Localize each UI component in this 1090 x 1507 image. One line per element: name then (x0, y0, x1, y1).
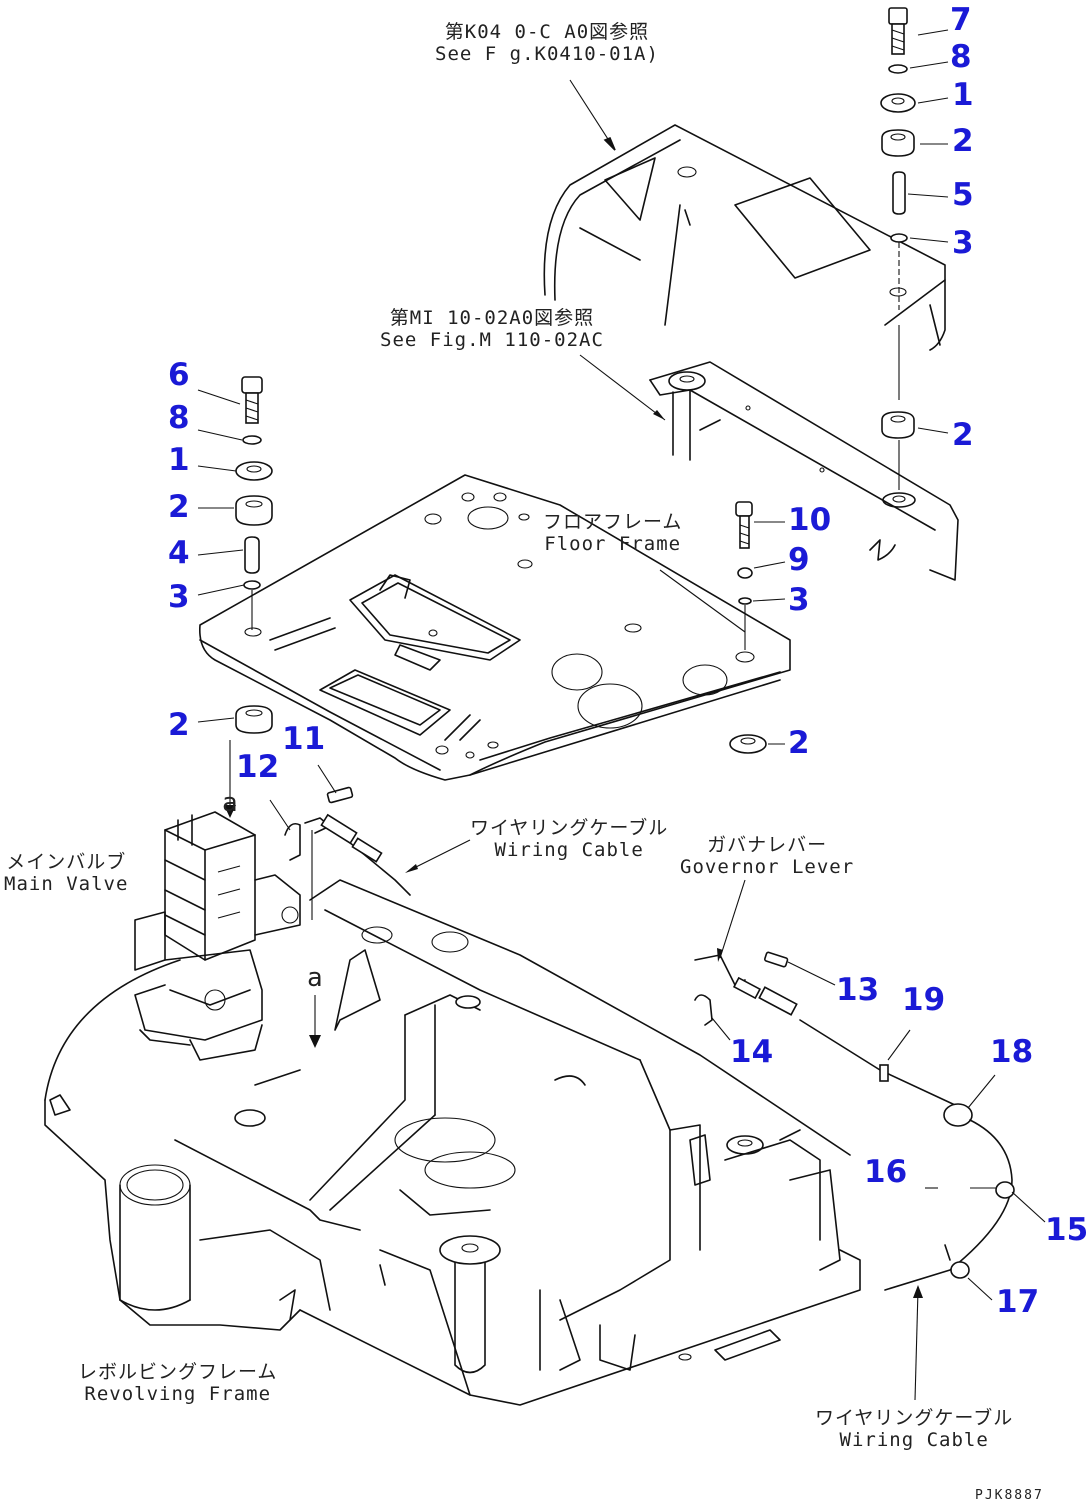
callout-13: 13 (836, 972, 880, 1008)
callout-10: 10 (788, 502, 832, 538)
label-main-valve-en: Main Valve (4, 872, 129, 895)
revolving-frame (44, 879, 861, 1406)
callout-3: 3 (952, 225, 974, 261)
callout-6: 6 (168, 357, 190, 393)
label-main-valve-jp: メインバルブ (6, 851, 127, 873)
label-revolving-frame-jp: レボルビングフレーム (78, 1361, 278, 1383)
label-mount-reference-jp: 第MI 10-02A0図参照 (389, 307, 595, 329)
label-governor-lever-jp: ガバナレバー (707, 834, 828, 856)
label-main-valve: メインバルブ Main Valve (4, 851, 129, 896)
label-wiring-cable-top-jp: ワイヤリングケーブル (470, 817, 669, 839)
view-letter-a-lower: a (307, 963, 323, 993)
callout-18: 18 (990, 1034, 1034, 1070)
label-floor-frame-jp: フロアフレーム (543, 511, 683, 533)
main-valve (134, 811, 301, 1061)
callout-8: 8 (950, 39, 972, 75)
callout-1: 1 (952, 77, 974, 113)
callout-3: 3 (788, 582, 810, 618)
label-mount-reference: 第MI 10-02A0図参照 See Fig.M 110-02AC (380, 307, 604, 352)
callout-15: 15 (1045, 1212, 1089, 1248)
callout-2: 2 (788, 725, 810, 761)
label-wiring-cable-bottom-en: Wiring Cable (839, 1428, 989, 1451)
callout-2: 2 (952, 123, 974, 159)
label-frame-reference: 第K04 0-C A0図参照 See F g.K0410-01A) (435, 21, 659, 66)
leader-lines (197, 29, 1046, 1401)
view-letter-a-upper: a (222, 788, 238, 818)
drawing-code: PJK8887 (975, 1488, 1044, 1503)
callout-12: 12 (236, 749, 280, 785)
right-mount-stack (869, 7, 916, 561)
callout-2: 2 (952, 417, 974, 453)
governor-lever-cable (694, 951, 1015, 1291)
callout-19: 19 (902, 982, 946, 1018)
callout-9: 9 (788, 542, 810, 578)
label-governor-lever: ガバナレバー Governor Lever (680, 834, 855, 879)
callout-2: 2 (168, 707, 190, 743)
left-mount-stack (235, 376, 273, 734)
callout-8: 8 (168, 400, 190, 436)
callout-16: 16 (864, 1154, 908, 1190)
frame-bolt-stack (735, 501, 753, 650)
label-revolving-frame: レボルビングフレーム Revolving Frame (78, 1361, 278, 1406)
label-mount-reference-en: See Fig.M 110-02AC (380, 328, 604, 351)
label-wiring-cable-top-en: Wiring Cable (494, 838, 644, 861)
label-floor-frame-en: Floor Frame (544, 532, 682, 555)
callout-4: 4 (168, 535, 190, 571)
mount-bracket (649, 361, 959, 581)
label-frame-reference-en: See F g.K0410-01A) (435, 42, 659, 65)
callout-3: 3 (168, 579, 190, 615)
label-floor-frame: フロアフレーム Floor Frame (543, 511, 683, 556)
label-wiring-cable-bottom: ワイヤリングケーブル Wiring Cable (815, 1407, 1014, 1452)
wiring-cable-top (284, 786, 411, 920)
floor-frame-plate (198, 474, 791, 781)
callout-2: 2 (168, 489, 190, 525)
callout-11: 11 (282, 721, 326, 757)
callout-14: 14 (730, 1034, 774, 1070)
callout-7: 7 (950, 2, 972, 38)
label-wiring-cable-top: ワイヤリングケーブル Wiring Cable (470, 817, 669, 862)
label-revolving-frame-en: Revolving Frame (84, 1382, 272, 1405)
callout-5: 5 (952, 177, 974, 213)
label-wiring-cable-bottom-jp: ワイヤリングケーブル (815, 1407, 1014, 1429)
cab-floor-panel (543, 124, 946, 351)
label-frame-reference-jp: 第K04 0-C A0図参照 (444, 21, 650, 43)
label-governor-lever-en: Governor Lever (680, 855, 855, 878)
callout-17: 17 (996, 1284, 1040, 1320)
callout-1: 1 (168, 442, 190, 478)
